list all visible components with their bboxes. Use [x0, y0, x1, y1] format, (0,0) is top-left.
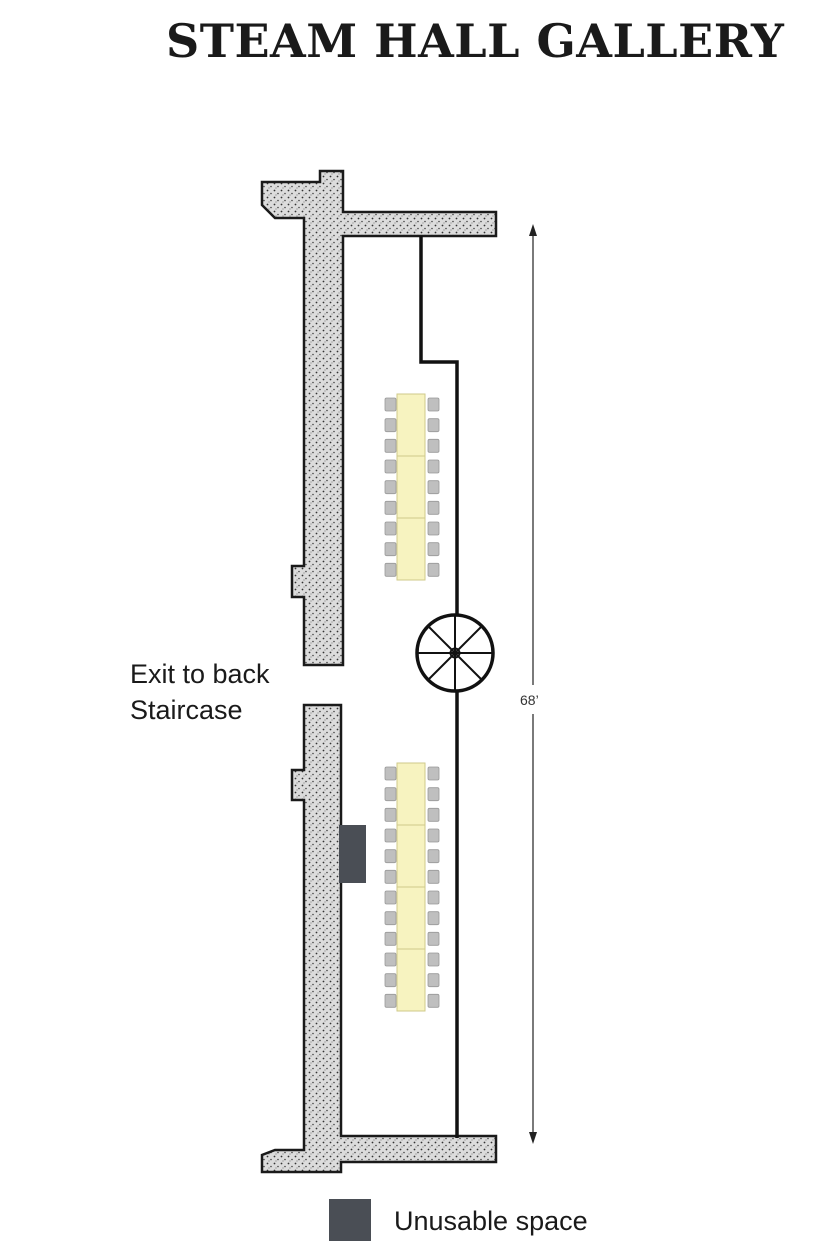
chair-right [427, 480, 440, 495]
exit-label: Exit to back Staircase [130, 656, 270, 728]
table [396, 455, 426, 519]
chair-right [427, 418, 440, 433]
chair-right [427, 562, 440, 577]
table [396, 886, 426, 950]
legend-label: Unusable space [394, 1206, 588, 1236]
chair-left [384, 480, 397, 495]
chair-left [384, 931, 397, 946]
chair-left [384, 542, 397, 557]
chair-left [384, 418, 397, 433]
exit-label-line2: Staircase [130, 695, 243, 725]
chair-left [384, 766, 397, 781]
chair-right [427, 766, 440, 781]
chair-left [384, 787, 397, 802]
chair-left [384, 562, 397, 577]
unusable-space-block [339, 825, 366, 883]
chair-right [427, 787, 440, 802]
chair-left [384, 500, 397, 515]
table-group-upper [384, 393, 440, 581]
chair-left [384, 973, 397, 988]
chair-right [427, 807, 440, 822]
chair-right [427, 931, 440, 946]
chair-right [427, 459, 440, 474]
chair-left [384, 438, 397, 453]
chair-right [427, 500, 440, 515]
dimension-arrow [529, 224, 537, 1144]
chair-left [384, 397, 397, 412]
chair-left [384, 911, 397, 926]
chair-left [384, 849, 397, 864]
chair-left [384, 807, 397, 822]
chair-left [384, 459, 397, 474]
chair-left [384, 952, 397, 967]
chair-right [427, 890, 440, 905]
chair-right [427, 542, 440, 557]
chair-right [427, 869, 440, 884]
chair-left [384, 828, 397, 843]
wall-upper-left [260, 169, 498, 667]
table-group-lower [384, 762, 440, 1012]
chair-right [427, 521, 440, 536]
chair-right [427, 911, 440, 926]
table [396, 824, 426, 888]
chair-left [384, 993, 397, 1008]
exit-label-line1: Exit to back [130, 659, 270, 689]
chair-right [427, 973, 440, 988]
spiral-staircase [415, 613, 495, 693]
chair-right [427, 397, 440, 412]
table [396, 517, 426, 581]
table [396, 393, 426, 457]
table [396, 948, 426, 1012]
chair-left [384, 890, 397, 905]
wall-lower-left [260, 703, 498, 1174]
page-title: STEAM HALL GALLERY [166, 14, 785, 68]
chair-left [384, 521, 397, 536]
chair-right [427, 849, 440, 864]
chair-right [427, 438, 440, 453]
partition-line [419, 236, 459, 1138]
legend-swatch [329, 1199, 371, 1241]
table-layout [384, 393, 440, 1012]
dimension-label: 68’ [520, 692, 539, 708]
chair-right [427, 828, 440, 843]
chair-right [427, 993, 440, 1008]
chair-right [427, 952, 440, 967]
chair-left [384, 869, 397, 884]
table [396, 762, 426, 826]
